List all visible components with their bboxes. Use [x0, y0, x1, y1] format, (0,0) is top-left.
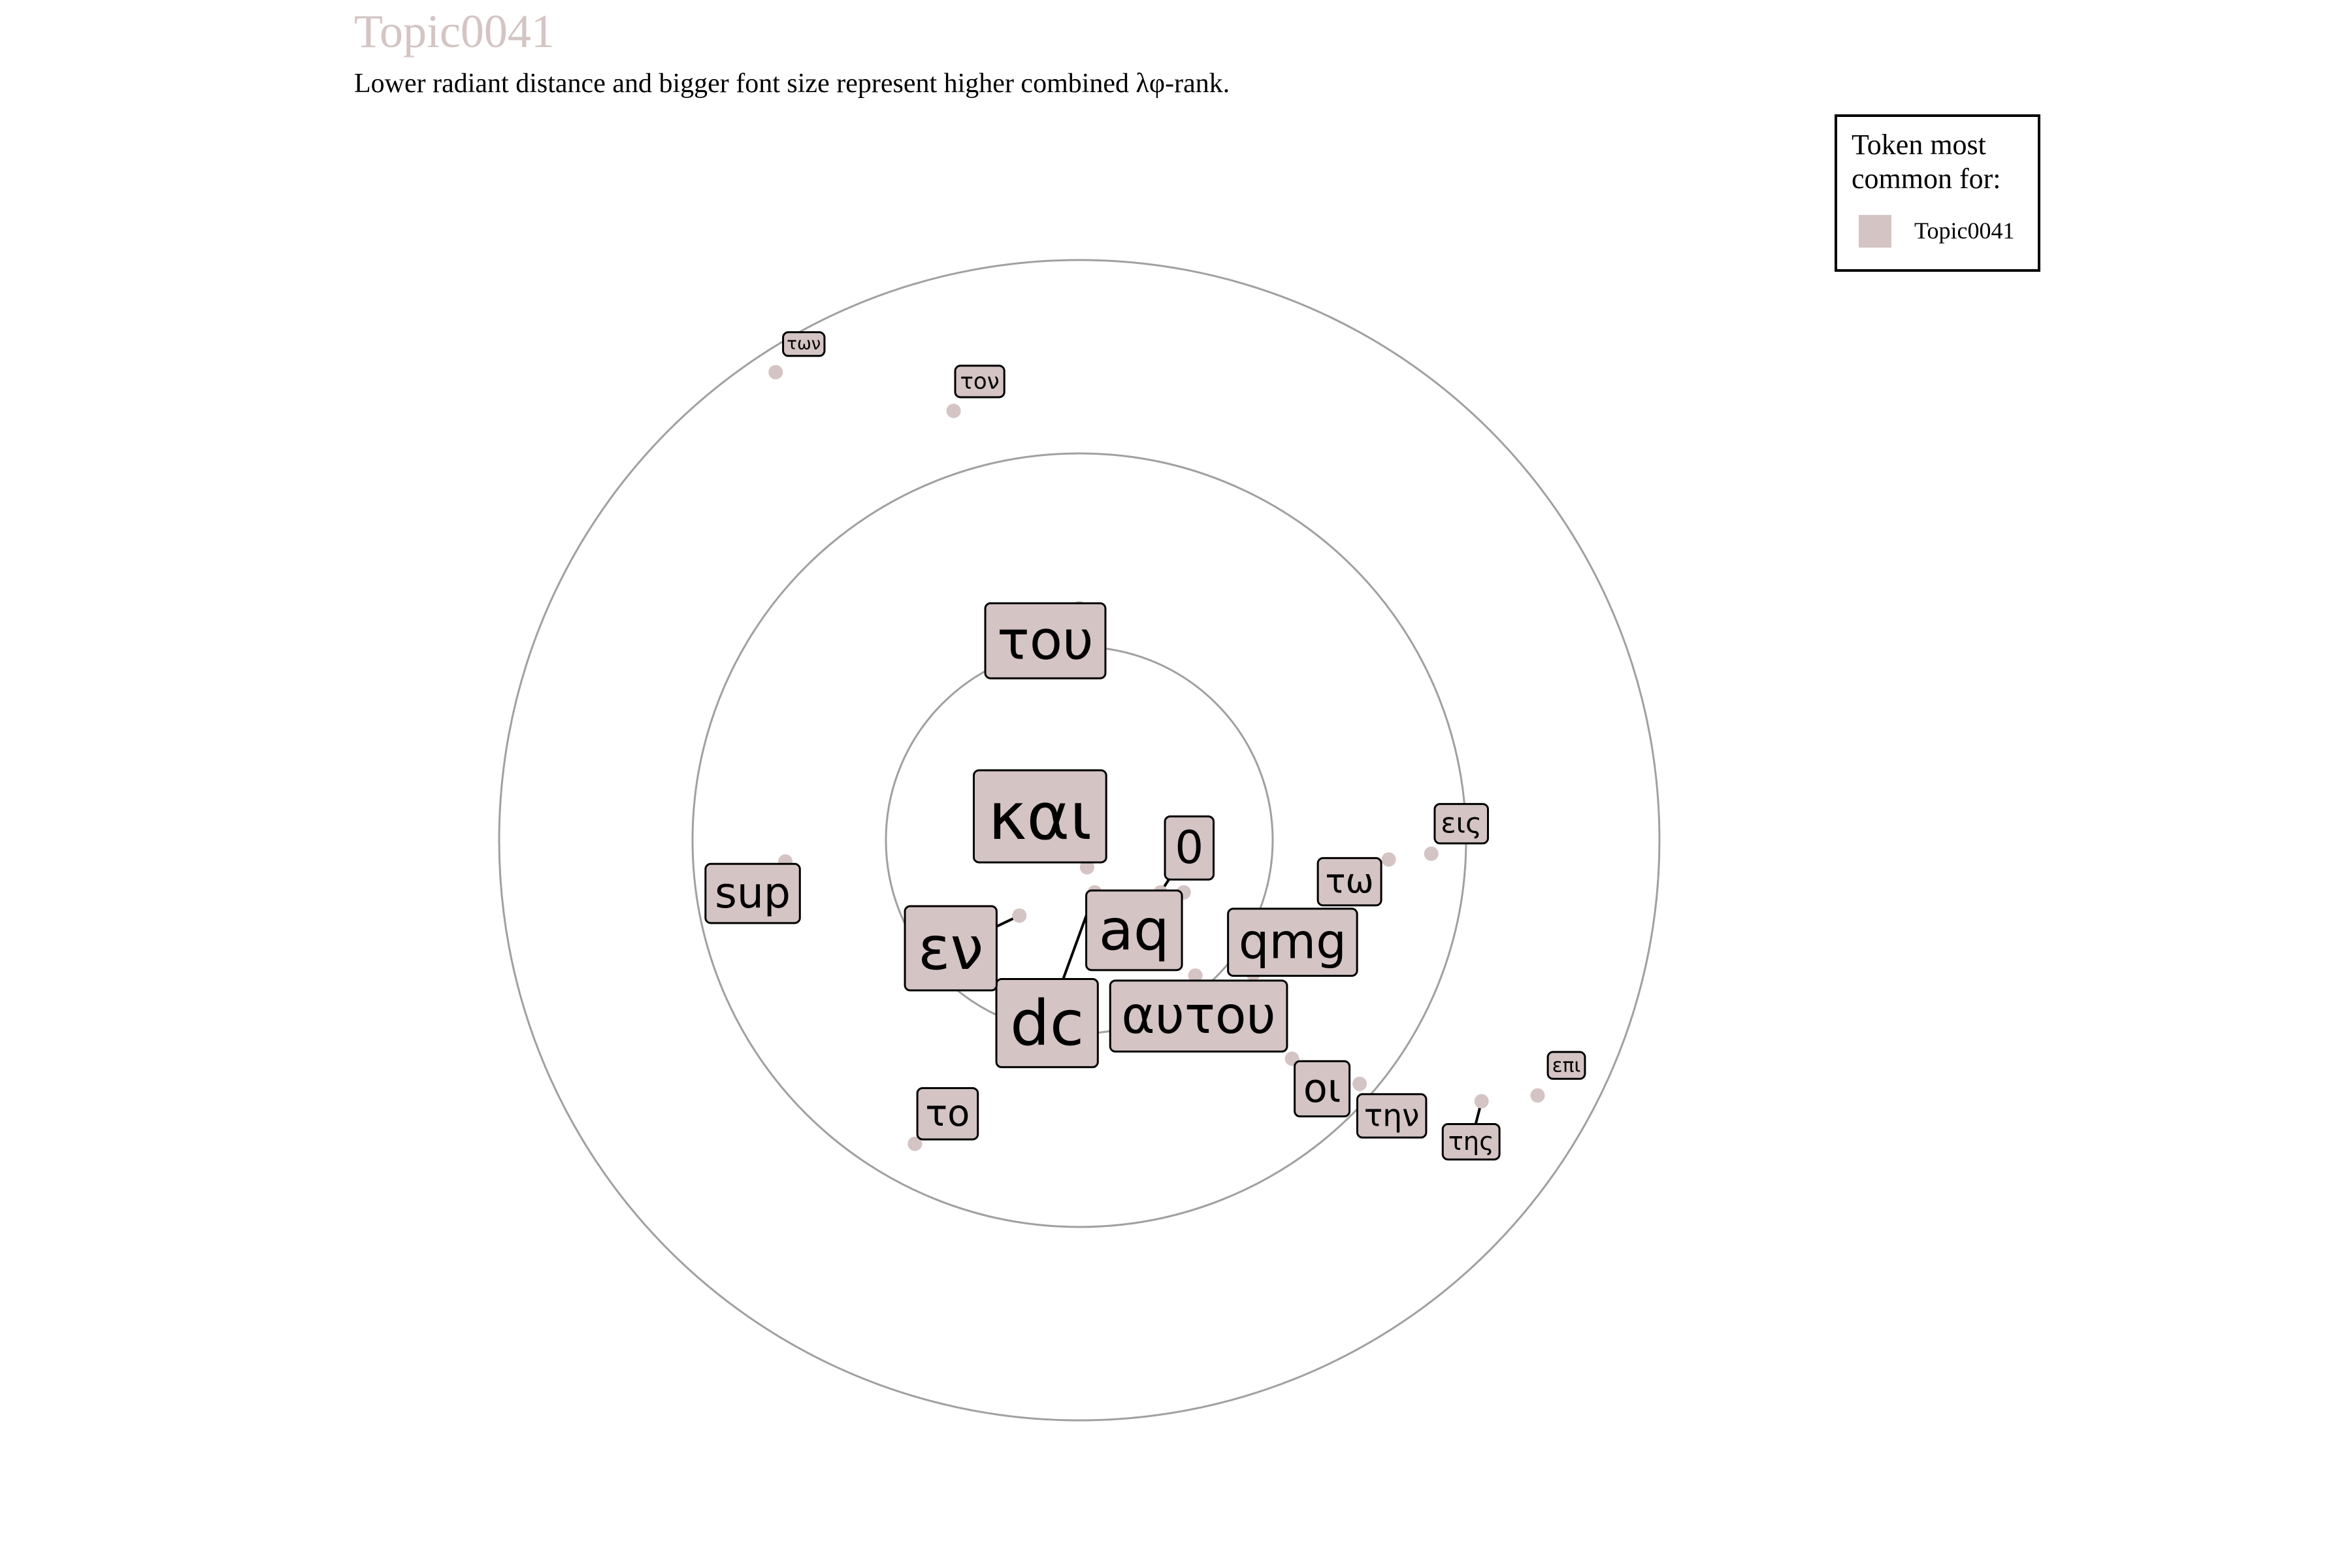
token-label-box	[1433, 803, 1490, 845]
token-label-text: aq	[1099, 897, 1169, 963]
token-label-box	[916, 1087, 979, 1141]
token-label: επι	[1546, 1051, 1586, 1080]
token-label-box	[1164, 815, 1215, 881]
token-label-box	[1546, 1051, 1586, 1080]
token-label: του	[984, 602, 1107, 679]
token-label-text: το	[925, 1092, 970, 1135]
token-label: τον	[954, 365, 1005, 399]
token-point	[768, 365, 783, 380]
legend-swatch	[1859, 215, 1891, 248]
token-point	[1424, 846, 1439, 861]
legend-title-line2: common for:	[1852, 163, 2001, 195]
token-label-text: επι	[1552, 1054, 1581, 1077]
ring-3	[498, 259, 1661, 1422]
token-label-box	[1294, 1060, 1351, 1118]
token-label-text: sup	[715, 869, 791, 918]
token-label-text: των	[787, 335, 821, 354]
token-label: της	[1441, 1122, 1501, 1161]
legend: Token most common for: Topic0041	[1835, 114, 2040, 272]
token-label-text: εν	[918, 913, 983, 983]
token-label-text: της	[1448, 1127, 1494, 1156]
token-label: τω	[1316, 857, 1382, 907]
chart-title: Topic0041	[354, 5, 555, 57]
token-point	[1530, 1088, 1545, 1103]
legend-title-line1: Token most	[1852, 129, 1986, 161]
token-label-box	[1227, 907, 1358, 977]
token-label: sup	[704, 862, 801, 924]
token-point	[1188, 968, 1203, 983]
token-label-box	[704, 862, 801, 924]
token-point	[1012, 908, 1027, 923]
token-label-box	[904, 905, 998, 992]
token-label-box	[1441, 1122, 1501, 1161]
token-label: εν	[904, 905, 998, 992]
token-label-text: τω	[1325, 862, 1373, 902]
token-label: aq	[1085, 889, 1183, 972]
token-point	[946, 403, 961, 418]
token-point	[1352, 1076, 1367, 1091]
token-label-text: dc	[1010, 987, 1084, 1060]
token-label-text: τον	[960, 368, 999, 395]
token-point	[1079, 860, 1094, 875]
token-label-text: qmg	[1239, 915, 1347, 970]
token-label-box	[782, 331, 826, 357]
token-label-box	[1109, 979, 1288, 1053]
token-label-box	[972, 769, 1107, 864]
token-label-box	[1085, 889, 1183, 972]
token-label: των	[782, 331, 826, 357]
token-label-box	[1316, 857, 1382, 907]
token-label-text: εις	[1441, 808, 1482, 840]
chart-subtitle: Lower radiant distance and bigger font s…	[354, 69, 1230, 99]
token-label: και	[972, 769, 1107, 864]
legend-label: Topic0041	[1914, 218, 2014, 244]
token-label-box	[995, 977, 1099, 1068]
token-label: dc	[995, 977, 1099, 1068]
token-point	[1474, 1094, 1489, 1109]
token-label-box	[954, 365, 1005, 399]
token-point	[907, 1136, 923, 1151]
token-label-text: του	[997, 610, 1094, 672]
token-label: οι	[1294, 1060, 1351, 1118]
token-label-box	[1356, 1093, 1428, 1139]
token-label-text: αυτου	[1121, 987, 1275, 1045]
token-label: qmg	[1227, 907, 1358, 977]
token-label-text: οι	[1303, 1066, 1341, 1111]
token-label: το	[916, 1087, 979, 1141]
token-label-text: 0	[1175, 822, 1203, 874]
token-label-text: την	[1364, 1098, 1420, 1134]
token-point	[1381, 852, 1396, 867]
token-label: την	[1356, 1093, 1428, 1139]
token-label-box	[984, 602, 1107, 679]
token-label: αυτου	[1109, 979, 1288, 1053]
token-label-text: και	[988, 778, 1092, 855]
token-label: 0	[1164, 815, 1215, 881]
token-label: εις	[1433, 803, 1490, 845]
